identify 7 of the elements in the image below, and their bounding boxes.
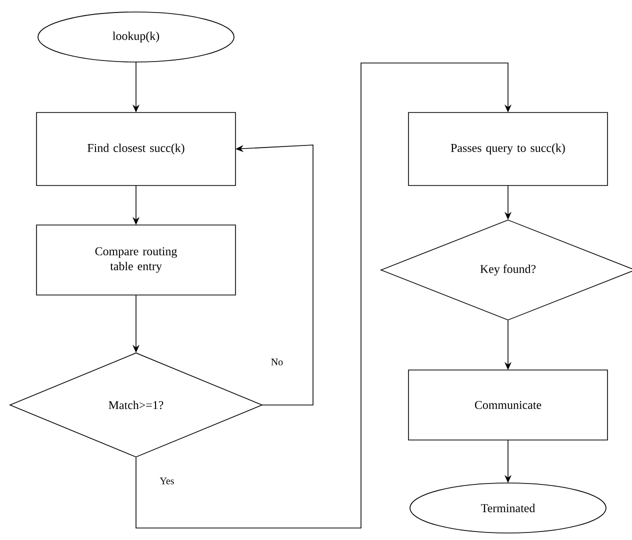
process-box: Passes query to succ(k) — [408, 112, 608, 186]
edge-label: No — [271, 358, 283, 366]
process-box: Communicate — [408, 370, 608, 440]
process-box: Find closest succ(k) — [36, 112, 236, 186]
edge-label: Yes — [160, 478, 174, 484]
arrow — [136, 62, 512, 528]
process-box: Compare routing table entry — [36, 224, 236, 296]
